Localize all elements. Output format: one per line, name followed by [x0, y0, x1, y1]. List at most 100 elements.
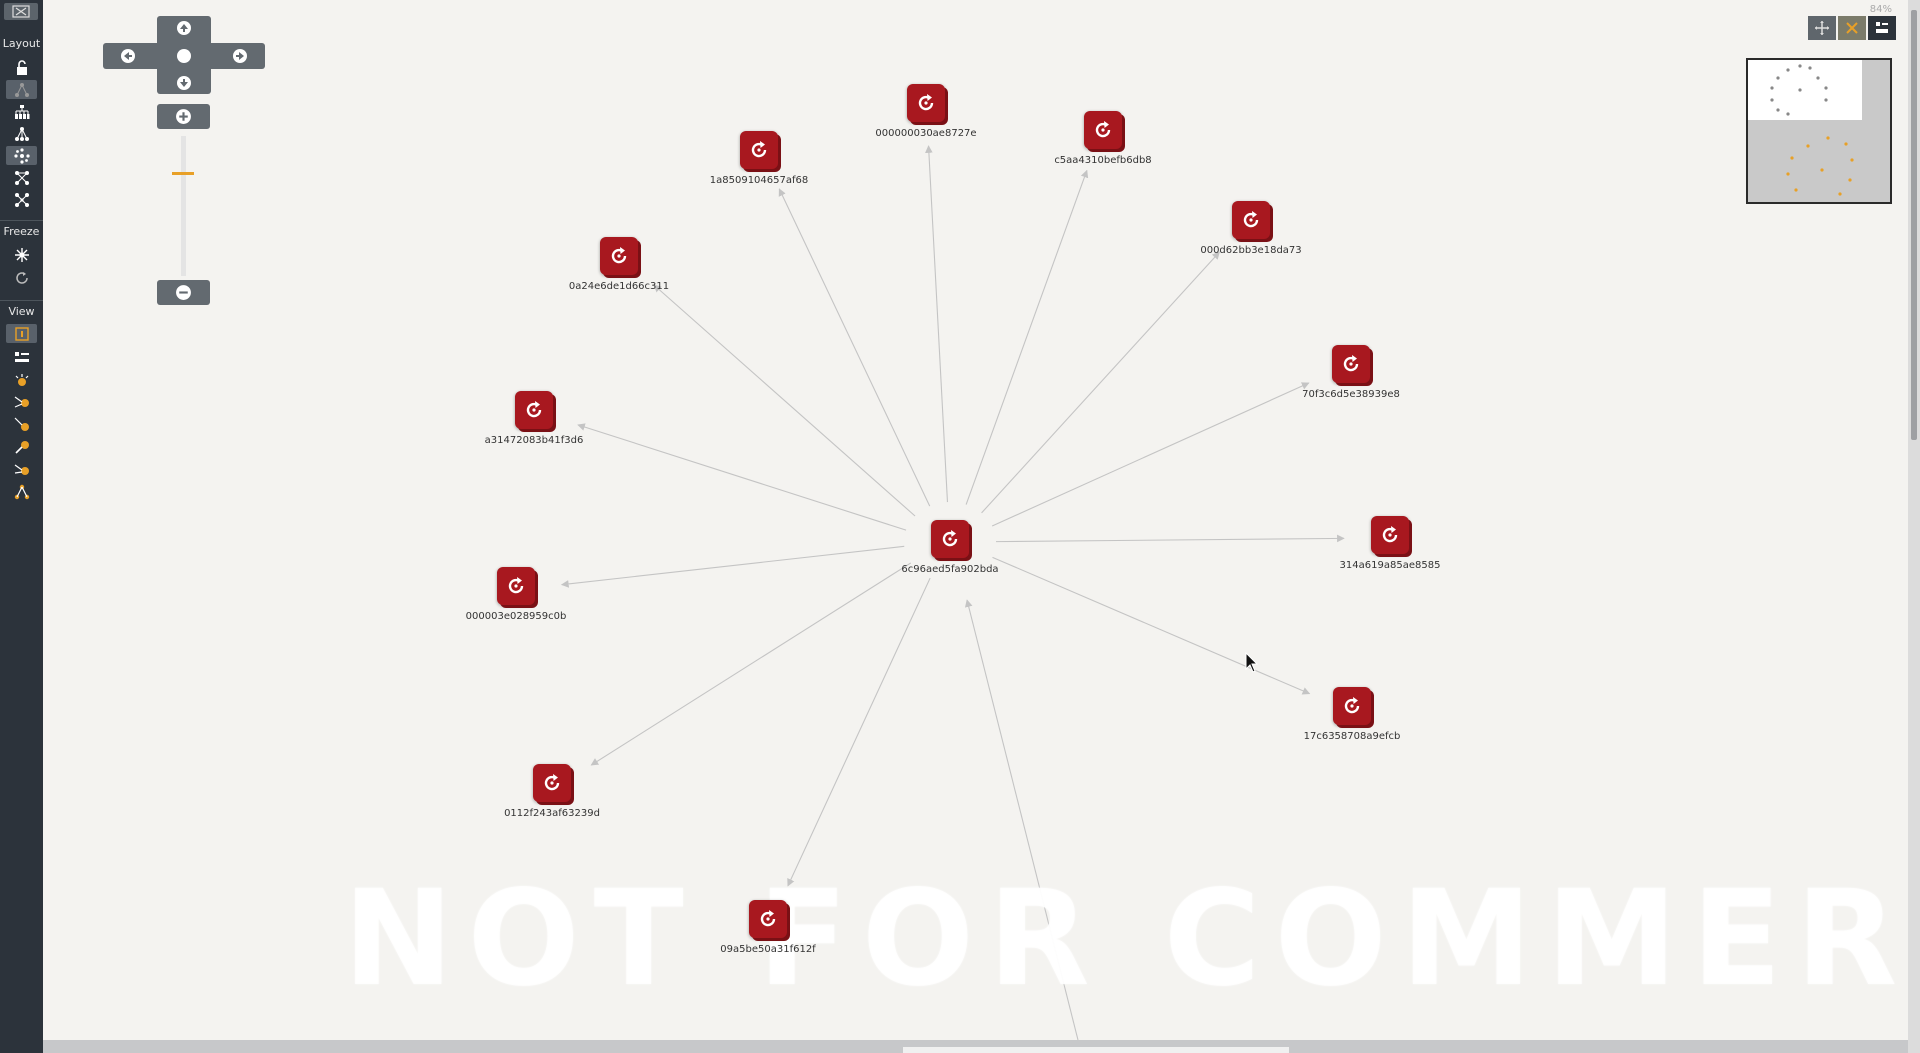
pan-left-button[interactable] — [119, 47, 137, 65]
watermark: NOT FOR COMMERCIAL USE — [343, 862, 1908, 1016]
view-path-button[interactable] — [6, 437, 37, 456]
refresh-node-icon — [1343, 355, 1359, 372]
minimap-viewport[interactable] — [1748, 60, 1862, 120]
node-icon — [749, 900, 787, 938]
layout-tree-button[interactable] — [6, 124, 37, 143]
graph-edge[interactable] — [991, 382, 1310, 527]
node-label: 17c6358708a9efcb — [1303, 731, 1401, 742]
refresh-node-icon — [1243, 211, 1259, 228]
layout-radial-button[interactable] — [6, 146, 37, 165]
node-icon — [600, 237, 638, 275]
refresh-node-icon — [508, 577, 524, 594]
graph-edge[interactable] — [560, 545, 905, 588]
view-info-button[interactable] — [6, 324, 37, 343]
node-label: 314a619a85ae8585 — [1339, 560, 1441, 571]
horizontal-scroll-thumb[interactable] — [903, 1047, 1289, 1053]
cross-layout-icon — [14, 170, 29, 185]
layout-section-label: Layout — [2, 37, 41, 50]
graph-edge[interactable] — [778, 188, 931, 507]
pan-down-button[interactable] — [175, 74, 193, 92]
refresh-node-icon — [760, 910, 776, 927]
tree-icon — [14, 126, 29, 141]
refresh-node-icon — [1344, 697, 1360, 714]
refresh-node-icon — [1382, 526, 1398, 543]
node-label: 70f3c6d5e38939e8 — [1302, 389, 1400, 400]
node-icon — [515, 391, 553, 429]
graph-edge[interactable] — [590, 562, 912, 766]
view-list-button[interactable] — [6, 348, 37, 367]
layout-cross-button[interactable] — [6, 168, 37, 187]
info-panel-icon — [14, 326, 29, 341]
graph-canvas[interactable]: NOT FOR COMMERCIAL USE 000000030ae8727ec… — [43, 0, 1908, 1040]
collapse-sidebar-button[interactable] — [4, 3, 38, 20]
graph-edge[interactable] — [925, 145, 949, 503]
toggle-panel-button[interactable] — [1868, 16, 1896, 40]
node-icon — [533, 764, 571, 802]
node-icon — [740, 131, 778, 169]
node-icon — [1371, 516, 1409, 554]
node-burst-icon — [15, 373, 28, 386]
graph-edge[interactable] — [995, 534, 1345, 543]
hierarchy-icon — [14, 104, 29, 119]
view-highlight-button[interactable] — [6, 370, 37, 389]
node-label: 000003e028959c0b — [465, 611, 567, 622]
plus-icon — [176, 109, 191, 124]
graph-edge[interactable] — [653, 284, 916, 517]
arrow-down-icon — [177, 76, 191, 90]
path-icon — [14, 440, 29, 454]
horizontal-scrollbar[interactable] — [43, 1040, 1908, 1053]
freeze-toggle-button[interactable] — [6, 245, 37, 264]
node-icon — [931, 520, 969, 558]
node-label: 09a5be50a31f612f — [720, 944, 816, 955]
lock-icon — [16, 59, 27, 75]
node-icon — [1333, 687, 1371, 725]
view-section-label: View — [8, 305, 35, 318]
arrow-left-icon — [121, 49, 135, 63]
node-label: 0a24e6de1d66c311 — [568, 281, 670, 292]
node-label: 6c96aed5fa902bda — [901, 564, 999, 575]
zoom-out-button[interactable] — [157, 280, 210, 305]
graph-edge[interactable] — [787, 577, 931, 887]
view-outgoing-button[interactable] — [6, 414, 37, 433]
pan-right-button[interactable] — [231, 47, 249, 65]
refresh-node-icon — [526, 401, 542, 418]
view-neighbors-button[interactable] — [6, 459, 37, 478]
node-label: 1a8509104657af68 — [709, 175, 809, 186]
outgoing-links-icon — [14, 417, 29, 431]
refresh-node-icon — [918, 94, 934, 111]
pan-up-button[interactable] — [175, 19, 193, 37]
refresh-node-icon — [942, 530, 958, 547]
layout-lock-button[interactable] — [6, 58, 37, 77]
node-icon — [1232, 201, 1270, 239]
select-mode-button[interactable] — [1838, 16, 1866, 40]
node-icon — [907, 84, 945, 122]
fit-view-button[interactable] — [1808, 16, 1836, 40]
node-icon — [497, 567, 535, 605]
layout-organic-button[interactable] — [6, 80, 37, 99]
vertical-scrollbar[interactable] — [1908, 0, 1920, 1053]
layout-lens-button[interactable] — [6, 190, 37, 209]
pan-center-button[interactable] — [175, 47, 193, 65]
node-icon — [1084, 111, 1122, 149]
layout-hierarchy-button[interactable] — [6, 102, 37, 121]
minimap-graph — [1748, 60, 1862, 196]
node-label: 0112f243af63239d — [504, 808, 600, 819]
snowflake-icon — [14, 247, 29, 262]
view-group-button[interactable] — [6, 482, 37, 501]
zoom-slider-track[interactable] — [181, 136, 186, 276]
move-icon — [1815, 21, 1829, 35]
incoming-edge[interactable] — [964, 599, 1079, 1040]
node-label: 000d62bb3e18da73 — [1200, 245, 1302, 256]
vertical-scroll-thumb[interactable] — [1911, 10, 1917, 440]
refresh-layout-button[interactable] — [6, 268, 37, 287]
graph-edge[interactable] — [992, 556, 1311, 695]
organic-layout-icon — [14, 82, 29, 97]
refresh-node-icon — [751, 141, 767, 158]
graph-edge[interactable] — [577, 423, 907, 531]
zoom-slider-handle[interactable] — [172, 172, 194, 175]
view-incoming-button[interactable] — [6, 392, 37, 411]
graph-edge[interactable] — [965, 169, 1089, 505]
zoom-in-button[interactable] — [157, 104, 210, 129]
graph-edge[interactable] — [981, 251, 1220, 514]
overview-minimap[interactable] — [1746, 58, 1892, 204]
